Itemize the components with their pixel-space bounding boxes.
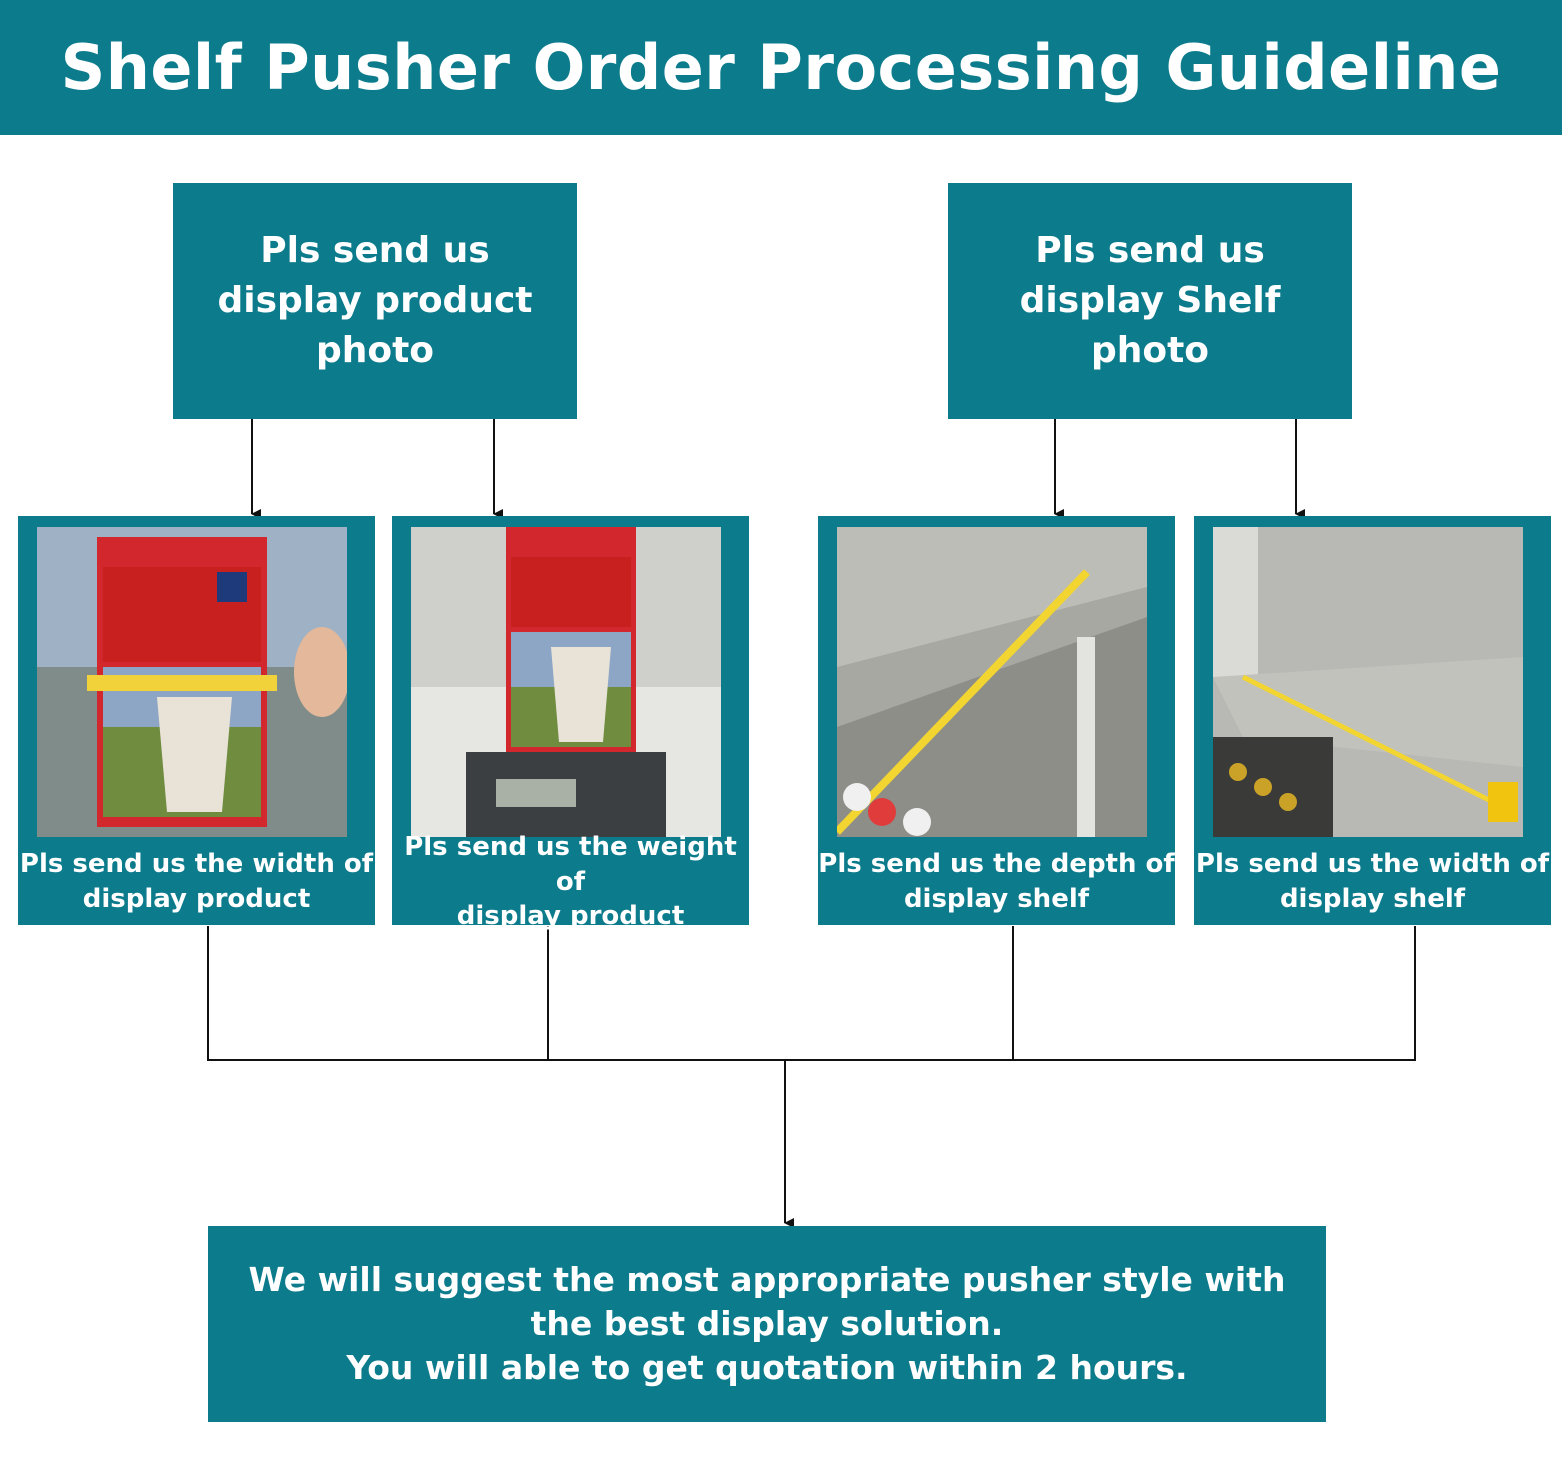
card-shelf-width-caption: Pls send us the width of display shelf [1195,849,1550,914]
card-product-weight-caption: Pls send us the weight of display produc… [404,832,737,932]
shelf-photo-request-text: Pls send us display Shelf photo [1019,230,1281,371]
shelf-depth-measurement-photo [837,527,1147,837]
milk-carton-on-scale-photo [411,527,721,837]
header-banner: Shelf Pusher Order Processing Guideline [0,0,1562,135]
quotation-result-box: We will suggest the most appropriate pus… [208,1226,1326,1422]
product-photo-request-box: Pls send us display product photo [173,183,577,419]
card-shelf-width: Pls send us the width of display shelf [1194,516,1551,925]
shelf-photo-request-box: Pls send us display Shelf photo [948,183,1352,419]
card-product-weight: Pls send us the weight of display produc… [392,516,749,932]
shelf-width-measurement-photo [1213,527,1523,837]
card-product-width-caption: Pls send us the width of display product [19,849,374,914]
card-shelf-depth-caption: Pls send us the depth of display shelf [818,849,1175,914]
card-product-width: Pls send us the width of display product [18,516,375,925]
product-photo-request-text: Pls send us display product photo [217,230,533,371]
quotation-result-text: We will suggest the most appropriate pus… [248,1260,1286,1387]
page-title: Shelf Pusher Order Processing Guideline [60,31,1502,104]
milk-carton-width-measurement-photo [37,527,347,837]
card-shelf-depth: Pls send us the depth of display shelf [818,516,1175,925]
